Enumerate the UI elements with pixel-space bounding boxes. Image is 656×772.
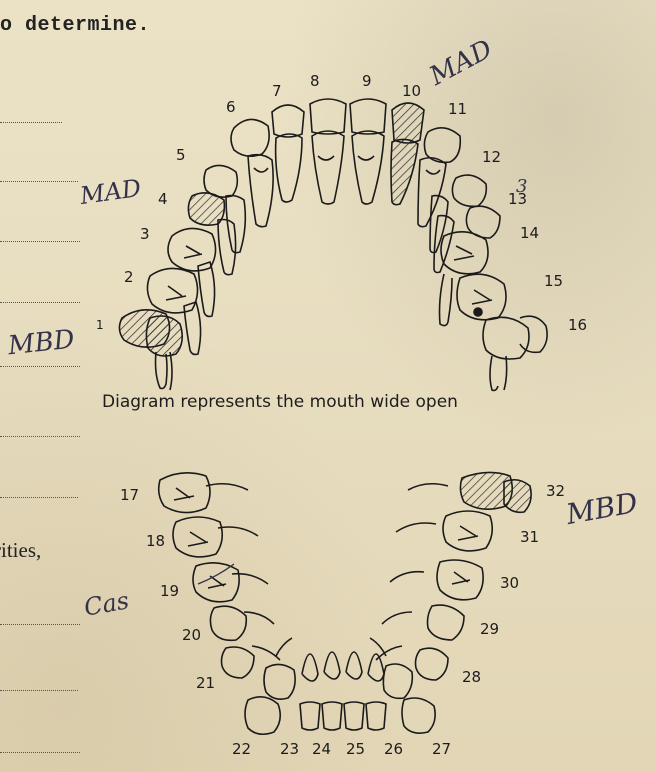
handwritten-overwrite-tooth-13: 3 [516, 176, 527, 197]
lower-premolar-tooth-21 [222, 646, 281, 678]
tooth-number-2: 2 [124, 268, 134, 286]
tooth-number-6: 6 [226, 98, 236, 116]
tooth-number-29: 29 [480, 620, 499, 638]
upper-premolar-tooth-12 [430, 175, 486, 252]
lower-molar-tooth-31 [396, 511, 492, 551]
tooth-number-24: 24 [312, 740, 331, 758]
lower-molar-tooth-18 [173, 517, 258, 557]
tooth-number-17: 17 [120, 486, 139, 504]
lower-molar-tooth-17 [159, 473, 248, 513]
lower-incisor-tooth-23 [300, 654, 320, 730]
upper-molar-tooth-1 [119, 310, 182, 390]
lower-premolar-tooth-29 [382, 605, 464, 640]
tooth-number-25: 25 [346, 740, 365, 758]
tooth-number-18: 18 [146, 532, 165, 550]
tooth-number-31: 31 [520, 528, 539, 546]
tooth-number-15: 15 [544, 272, 563, 290]
upper-canine-tooth-11 [418, 128, 460, 227]
lower-incisor-tooth-26 [366, 654, 386, 730]
lower-molar-tooth-30 [390, 560, 483, 600]
tooth-number-26: 26 [384, 740, 403, 758]
tooth-number-1: 1 [96, 318, 104, 332]
tooth-number-12: 12 [482, 148, 501, 166]
tooth-number-19: 19 [160, 582, 179, 600]
tooth-number-32: 32 [546, 482, 565, 500]
tooth-number-27: 27 [432, 740, 451, 758]
lower-molar-tooth-32 [408, 472, 531, 512]
upper-incisor-tooth-8 [310, 99, 346, 204]
upper-incisor-tooth-9 [350, 99, 386, 204]
tooth-number-21: 21 [196, 674, 215, 692]
tooth-number-10: 10 [402, 82, 421, 100]
tooth-number-23: 23 [280, 740, 299, 758]
tooth-number-22: 22 [232, 740, 251, 758]
upper-canine-tooth-6 [231, 119, 273, 226]
tooth-number-3: 3 [140, 225, 150, 243]
tooth-number-16: 16 [568, 316, 587, 334]
upper-molar-tooth-15 [457, 274, 506, 320]
lower-canine-tooth-27 [370, 638, 435, 733]
tooth-number-14: 14 [520, 224, 539, 242]
diagram-caption: Diagram represents the mouth wide open [102, 392, 572, 412]
tooth-number-11: 11 [448, 100, 467, 118]
upper-incisor-tooth-7 [272, 105, 304, 202]
lower-premolar-tooth-20 [210, 606, 274, 640]
upper-molar-tooth-16 [483, 316, 547, 390]
tooth-number-28: 28 [462, 668, 481, 686]
tooth-number-9: 9 [362, 72, 372, 90]
lower-molar-tooth-19 [193, 563, 268, 602]
tooth-number-20: 20 [182, 626, 201, 644]
tooth-number-8: 8 [310, 72, 320, 90]
lower-incisor-tooth-24 [322, 652, 342, 730]
tooth-number-30: 30 [500, 574, 519, 592]
lower-incisor-tooth-25 [344, 652, 364, 730]
tooth-number-7: 7 [272, 82, 282, 100]
tooth-number-5: 5 [176, 146, 186, 164]
tooth-number-4: 4 [158, 190, 168, 208]
